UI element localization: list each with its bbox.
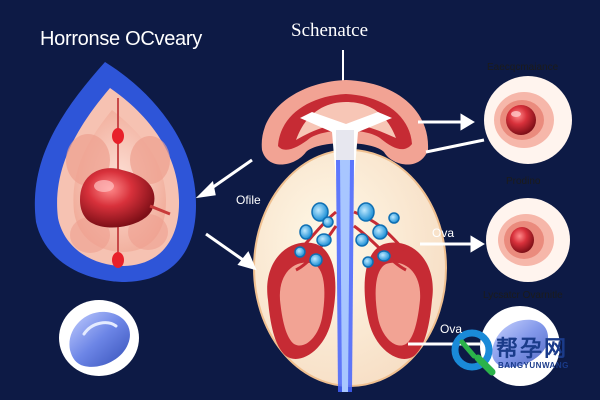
arrow-icon: [418, 113, 475, 131]
watermark-english-text: BANGYUNWANG: [498, 361, 569, 370]
follicle-circle-middle: [486, 198, 570, 282]
left-ovary-organ: [34, 62, 196, 282]
arrow-icon: [420, 235, 485, 253]
title-left: Horronse OCveary: [40, 28, 202, 50]
label-left-center: Ofile: [236, 193, 261, 207]
label-ova-lower: Ova: [440, 322, 463, 336]
label-top-right: Eaecqcmaiance: [487, 62, 559, 73]
label-low-right: Lycsatcr Ovarnitle: [483, 290, 563, 301]
watermark-chinese-text: 帮孕网: [496, 336, 569, 361]
magnifier-q-icon: [451, 329, 496, 376]
label-mid-right: Prodino: [506, 176, 541, 187]
arrow-icon: [195, 158, 253, 199]
center-schematic: [253, 50, 447, 392]
arrow-icon: [425, 138, 485, 154]
follicle-circle-top: [484, 76, 572, 164]
blue-egg-icon: [59, 300, 139, 376]
title-center: Schenatce: [291, 20, 369, 41]
follicle-circle-bottom: [480, 306, 560, 386]
arrow-icon: [205, 232, 257, 271]
label-ova-upper: Ova: [432, 226, 455, 240]
